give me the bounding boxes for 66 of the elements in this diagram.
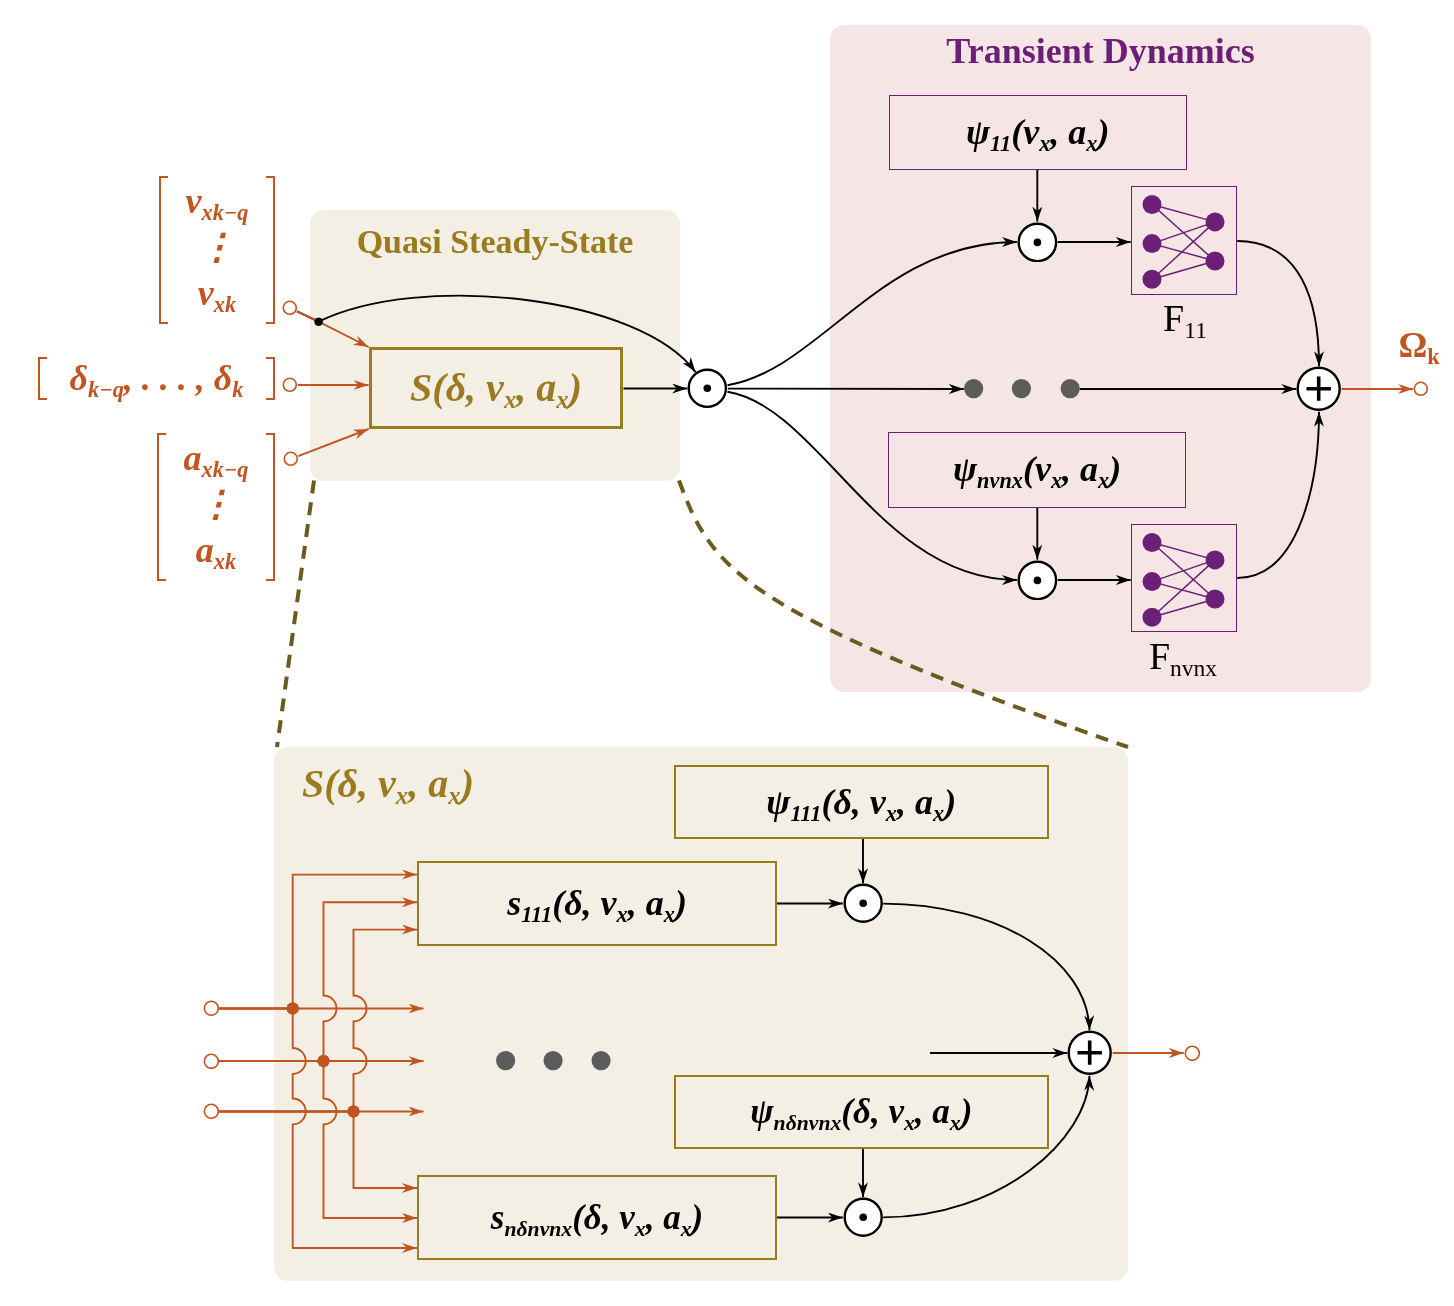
arrow	[1078, 384, 1298, 394]
arrow	[1056, 237, 1132, 247]
arrow	[296, 380, 370, 390]
arrow	[1236, 240, 1324, 368]
product-operator	[1016, 221, 1058, 263]
arrow	[726, 238, 1018, 387]
arrow	[726, 383, 965, 394]
group-panel	[310, 209, 680, 481]
input-terminal	[202, 1000, 220, 1017]
arrow	[296, 310, 370, 348]
arrow	[1340, 384, 1415, 394]
arrow	[776, 898, 844, 909]
arrow	[622, 383, 689, 394]
input-terminal	[202, 1052, 220, 1070]
input-vector: δ$_{k−q}$, . . . , δ$_{k}$	[38, 357, 275, 400]
sum-operator	[1067, 1030, 1113, 1076]
sum-operator	[1296, 366, 1342, 412]
ellipsis-dots	[496, 1051, 612, 1071]
function-box: ψ$_{11}$(v$_{x}$, a$_{x}$)	[888, 94, 1187, 170]
input-terminal	[282, 300, 298, 316]
input-vector: v$_{xk−q}$ ⋮ v$_{xk}$	[159, 176, 275, 324]
arrow	[726, 390, 1018, 584]
arrow	[1111, 1048, 1185, 1058]
input-terminal	[283, 451, 299, 467]
input-terminal	[202, 1103, 220, 1120]
panel-title: S(δ, v$_{x}$, a$_{x}$)	[302, 761, 474, 807]
function-box: s$_{nδnvnx}$(δ, v$_{x}$, a$_{x}$)	[417, 1175, 777, 1260]
product-operator	[842, 883, 884, 924]
arrow	[929, 1048, 1069, 1058]
function-box: S(δ, v$_{x}$, a$_{x}$)	[368, 347, 624, 429]
arrow	[1056, 575, 1132, 585]
group-panel	[830, 24, 1371, 692]
arrow	[218, 1105, 418, 1193]
arrow	[882, 902, 1093, 1032]
input-vector: a$_{xk−q}$ ⋮ a$_{xk}$	[157, 433, 275, 581]
function-box: ψ$_{111}$(δ, v$_{x}$, a$_{x}$)	[674, 765, 1049, 839]
panel-title: Quasi Steady-State	[356, 221, 634, 261]
arrow	[1236, 410, 1324, 579]
arrow	[776, 1212, 844, 1223]
function-box: ψ$_{nvnx}$(v$_{x}$, a$_{x}$)	[887, 432, 1187, 508]
product-operator	[1016, 559, 1058, 601]
arrow	[1032, 507, 1043, 561]
network-block	[1130, 523, 1238, 632]
input-terminal	[282, 377, 298, 393]
arrow	[882, 1074, 1093, 1219]
panel-title: Transient Dynamics	[946, 30, 1255, 72]
dashed-line	[275, 480, 316, 748]
output-terminal	[1413, 381, 1429, 397]
product-operator	[842, 1197, 884, 1238]
product-operator	[687, 368, 728, 409]
arrow	[218, 869, 418, 1015]
arrow	[297, 428, 370, 458]
arrow	[218, 1055, 425, 1067]
block-label: F$_{nvnx}$	[1148, 636, 1218, 678]
ellipsis-dots	[963, 379, 1080, 399]
arrow	[858, 1148, 868, 1199]
network-block	[1130, 186, 1238, 295]
output-terminal	[1183, 1044, 1201, 1062]
function-box: ψ$_{nδnvnx}$(δ, v$_{x}$, a$_{x}$)	[674, 1075, 1049, 1149]
arrow	[1032, 169, 1043, 223]
dashed-line	[677, 479, 1129, 749]
block-label: F$_{11}$	[1163, 298, 1207, 340]
function-box: s$_{111}$(δ, v$_{x}$, a$_{x}$)	[417, 861, 777, 946]
group-panel	[274, 747, 1128, 1281]
output-label: Ω$_{k}$	[1398, 326, 1440, 366]
arrow	[858, 838, 868, 885]
